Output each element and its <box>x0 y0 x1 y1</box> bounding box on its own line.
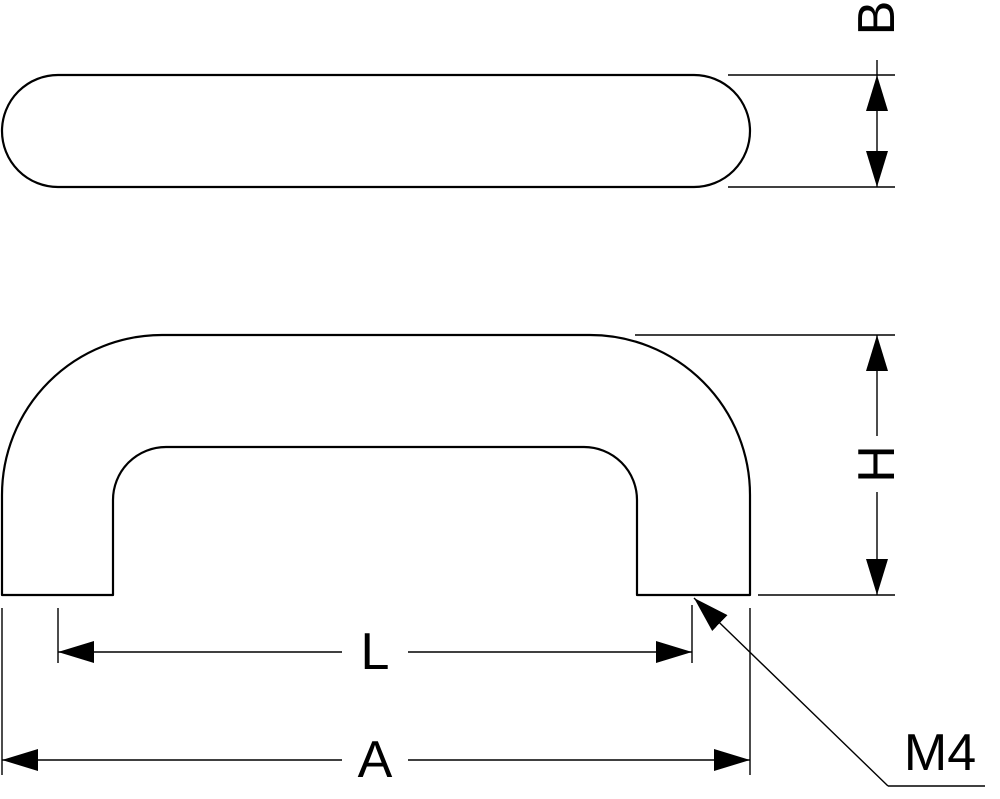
dimension-a: A <box>1 608 751 789</box>
thread-label: M4 <box>904 724 976 782</box>
dimension-h-label: H <box>848 445 906 483</box>
dimension-a-label: A <box>358 731 393 789</box>
front-view-outline <box>0 333 752 597</box>
top-view-outline <box>0 73 752 189</box>
dimension-l-label: L <box>361 623 390 681</box>
dimension-b: B <box>728 1 906 188</box>
dimension-b-label: B <box>848 1 906 36</box>
dimension-h: H <box>635 334 906 596</box>
dimension-l: L <box>57 605 693 681</box>
thread-callout: M4 <box>693 597 985 787</box>
